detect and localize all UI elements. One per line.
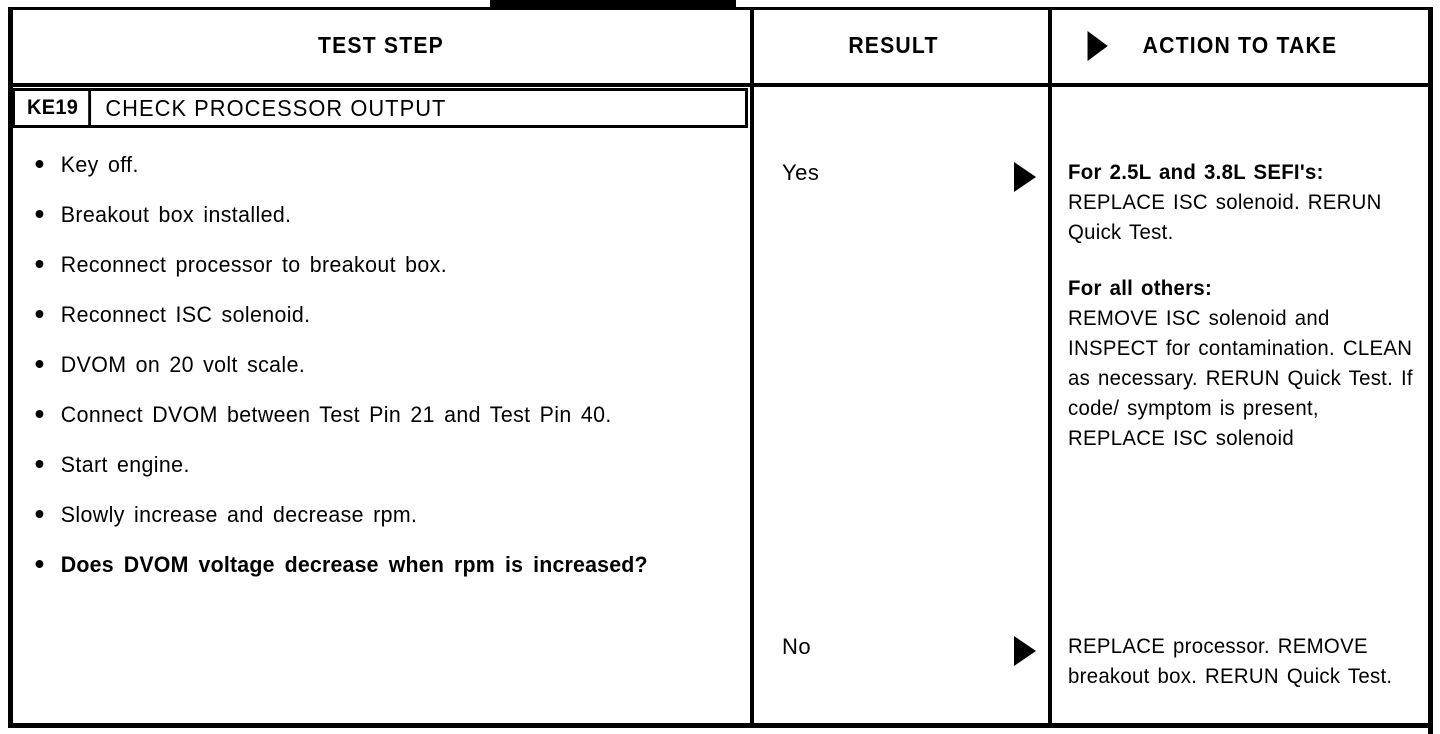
action-block-yes: For 2.5L and 3.8L SEFI's: REPLACE ISC so… (1068, 158, 1423, 454)
list-item-text: Does DVOM voltage decrease when rpm is i… (60, 552, 648, 577)
bullet-icon (35, 210, 44, 218)
right-triangle-icon (1087, 31, 1108, 61)
list-item-text: DVOM on 20 volt scale. (60, 352, 306, 377)
list-item: Breakout box installed. (22, 200, 701, 230)
bullet-icon (35, 260, 44, 268)
list-item: Key off. (22, 150, 701, 180)
bullet-icon (35, 510, 44, 518)
action-body: REPLACE ISC solenoid. RERUN Quick Test. (1068, 191, 1382, 244)
result-label: No (782, 634, 812, 659)
list-item-text: Key off. (60, 152, 139, 177)
test-step-code: KE19 (17, 91, 92, 125)
bullet-icon (35, 310, 44, 318)
list-item: Start engine. (22, 450, 701, 480)
list-item-text: Reconnect processor to breakout box. (60, 252, 448, 277)
column-divider-test-result (750, 7, 754, 727)
list-item: Connect DVOM between Test Pin 21 and Tes… (22, 400, 701, 430)
list-item: Slowly increase and decrease rpm. (22, 500, 701, 530)
list-item-text: Reconnect ISC solenoid. (60, 302, 311, 327)
list-item-text: Slowly increase and decrease rpm. (60, 502, 418, 527)
bullet-icon (35, 360, 44, 368)
scan-artifact-band (490, 0, 736, 8)
pinpoint-test-table (8, 7, 1432, 727)
list-item: DVOM on 20 volt scale. (22, 350, 701, 380)
column-header-result: RESULT (769, 7, 1119, 83)
test-step-code-box: KE19 CHECK PROCESSOR OUTPUT (12, 88, 748, 128)
test-step-title: CHECK PROCESSOR OUTPUT (105, 94, 447, 121)
list-item-text: Breakout box installed. (60, 202, 292, 227)
right-triangle-icon (1014, 162, 1036, 192)
paragraph-gap (1068, 248, 1423, 274)
list-item: Reconnect processor to breakout box. (22, 250, 701, 280)
bullet-icon (35, 560, 44, 568)
action-lead: For 2.5L and 3.8L SEFI's: (1068, 161, 1324, 184)
list-item: Reconnect ISC solenoid. (22, 300, 701, 330)
list-item-question: Does DVOM voltage decrease when rpm is i… (22, 550, 701, 580)
result-label: Yes (782, 160, 820, 185)
right-triangle-icon (1014, 636, 1036, 666)
header-row-divider (8, 83, 1432, 87)
table-bottom-border (8, 723, 1432, 728)
action-block-no: REPLACE processor. REMOVE breakout box. … (1068, 632, 1423, 692)
bullet-icon (35, 160, 44, 168)
column-header-action-to-take: ACTION TO TAKE (1067, 7, 1413, 83)
table-right-border (1428, 7, 1433, 734)
test-step-list: Key off. Breakout box installed. Reconne… (22, 150, 722, 600)
action-body: REPLACE processor. REMOVE breakout box. … (1068, 635, 1393, 688)
bullet-icon (35, 410, 44, 418)
column-header-result-label: RESULT (848, 31, 939, 58)
column-header-action-to-take-label: ACTION TO TAKE (1142, 31, 1338, 58)
bullet-icon (35, 460, 44, 468)
column-header-test-step: TEST STEP (42, 7, 721, 83)
column-header-test-step-label: TEST STEP (317, 31, 444, 58)
list-item-text: Start engine. (60, 452, 190, 477)
list-item-text: Connect DVOM between Test Pin 21 and Tes… (60, 402, 612, 427)
column-divider-result-action (1048, 7, 1052, 727)
action-body: REMOVE ISC solenoid and INSPECT for cont… (1068, 307, 1413, 450)
action-lead: For all others: (1068, 277, 1213, 300)
